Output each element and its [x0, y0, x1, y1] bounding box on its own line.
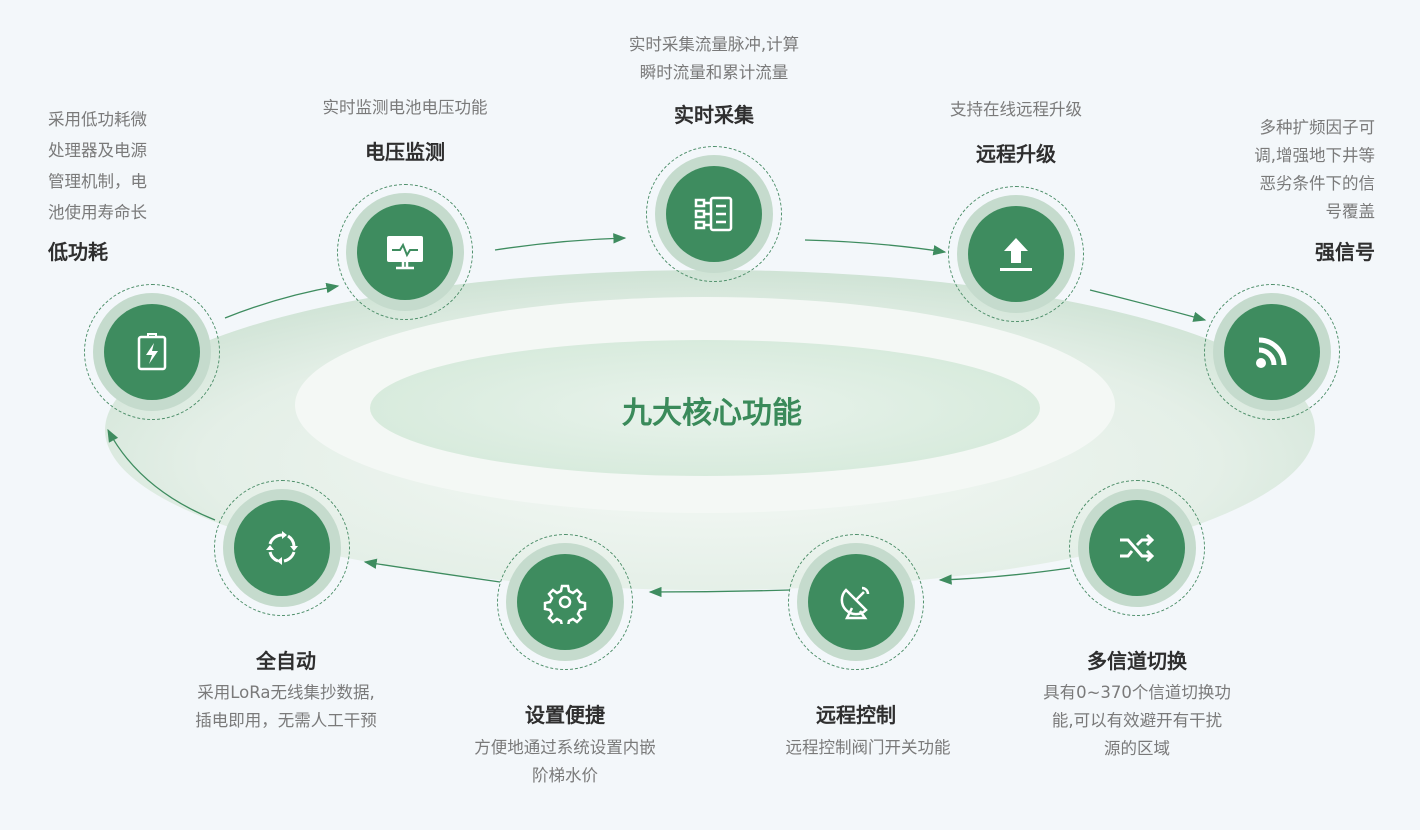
desc-low-power: 采用低功耗微处理器及电源管理机制，电池使用寿命长 [48, 110, 147, 222]
title-realtime: 实时采集 [674, 103, 754, 127]
desc-easy-setup: 方便地通过系统设置内嵌阶梯水价 [474, 738, 656, 785]
arrow [648, 586, 791, 598]
title-strong-signal: 强信号 [1315, 240, 1375, 264]
title-voltage: 电压监测 [365, 140, 445, 164]
desc-automatic: 采用LoRa无线集抄数据,插电即用，无需人工干预 [195, 683, 377, 730]
desc-realtime: 实时采集流量脉冲,计算瞬时流量和累计流量 [628, 35, 800, 82]
data-list-icon [694, 196, 733, 232]
desc-remote-upgrade: 支持在线远程升级 [950, 100, 1082, 119]
gear-icon [543, 584, 587, 624]
title-channel-switch: 多信道切换 [1087, 649, 1187, 673]
node-voltage [337, 184, 473, 320]
node-channel-switch [1069, 480, 1205, 616]
title-remote-upgrade: 远程升级 [976, 142, 1056, 166]
monitor-pulse-icon [387, 236, 423, 270]
title-easy-setup: 设置便捷 [525, 703, 605, 727]
arrow [224, 282, 340, 319]
inner-ellipse [370, 340, 1040, 476]
title-low-power: 低功耗 [48, 240, 108, 264]
refresh-icon [266, 531, 298, 565]
satellite-dish-icon [840, 586, 870, 620]
signal-icon [1256, 337, 1287, 368]
node-remote-upgrade [948, 186, 1084, 322]
desc-strong-signal: 多种扩频因子可调,增强地下井等恶劣条件下的信号覆盖 [1254, 118, 1375, 221]
arrow [107, 428, 216, 521]
desc-remote-control: 远程控制阀门开关功能 [785, 738, 951, 757]
node-easy-setup [497, 534, 633, 670]
node-remote-control [788, 534, 924, 670]
desc-voltage: 实时监测电池电压功能 [322, 98, 488, 117]
arrow [938, 567, 1071, 585]
arrow [1089, 289, 1207, 322]
node-strong-signal [1204, 284, 1340, 420]
shuffle-icon [1120, 533, 1155, 563]
arrow [804, 239, 947, 256]
node-low-power [84, 284, 220, 420]
center-title: 九大核心功能 [622, 396, 802, 431]
desc-channel-switch: 具有0~370个信道切换功能,可以有效避开有干扰源的区域 [1043, 683, 1231, 758]
upload-icon [1000, 238, 1032, 271]
title-automatic: 全自动 [256, 649, 316, 673]
title-remote-control: 远程控制 [816, 703, 896, 727]
arrow [494, 233, 627, 251]
node-automatic [214, 480, 350, 616]
node-realtime [646, 146, 782, 282]
battery-charge-icon [137, 333, 167, 371]
arrow [363, 558, 501, 583]
